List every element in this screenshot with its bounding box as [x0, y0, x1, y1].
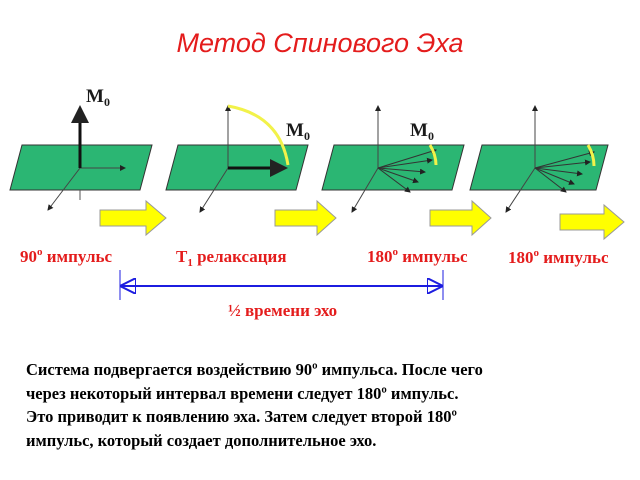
precession-arc-3 [428, 144, 438, 166]
page-title: Метод Спинового Эха [176, 28, 464, 58]
stage-label-2: T1 релаксация [176, 247, 287, 269]
plane-3 [321, 144, 465, 191]
description-line: Система подвергается воздействию 90º имп… [26, 360, 483, 379]
stage-label-1: 90o импульс [20, 246, 113, 266]
stage-4-panel [469, 105, 609, 213]
precession-arc-2 [227, 104, 290, 166]
stage-3-panel: M0 [321, 105, 465, 213]
description-line: импульс, который создает дополнительное … [26, 430, 377, 450]
vector-label-2: M0 [286, 120, 310, 143]
description-text: Система подвергается воздействию 90º имп… [26, 358, 626, 452]
precession-arc-4 [586, 144, 596, 167]
stage-2-panel: M0 [165, 104, 310, 213]
interval-label: ½ времени эхо [228, 301, 337, 320]
transition-arrow-2 [274, 199, 337, 237]
stage-label-3: 180o импульс [367, 246, 468, 266]
description-line: Это приводит к появлению эха. Затем след… [26, 407, 457, 426]
vector-label-3: M0 [410, 120, 434, 143]
stage-label-4: 180o импульс [508, 247, 609, 267]
transition-arrow-4 [559, 203, 625, 241]
vector-label-1: M0 [86, 86, 110, 109]
stage-1-panel: M0 [9, 86, 153, 211]
transition-arrow-1 [99, 199, 167, 237]
description-line: через некоторый интервал времени следует… [26, 383, 459, 403]
transition-arrow-3 [429, 199, 492, 237]
